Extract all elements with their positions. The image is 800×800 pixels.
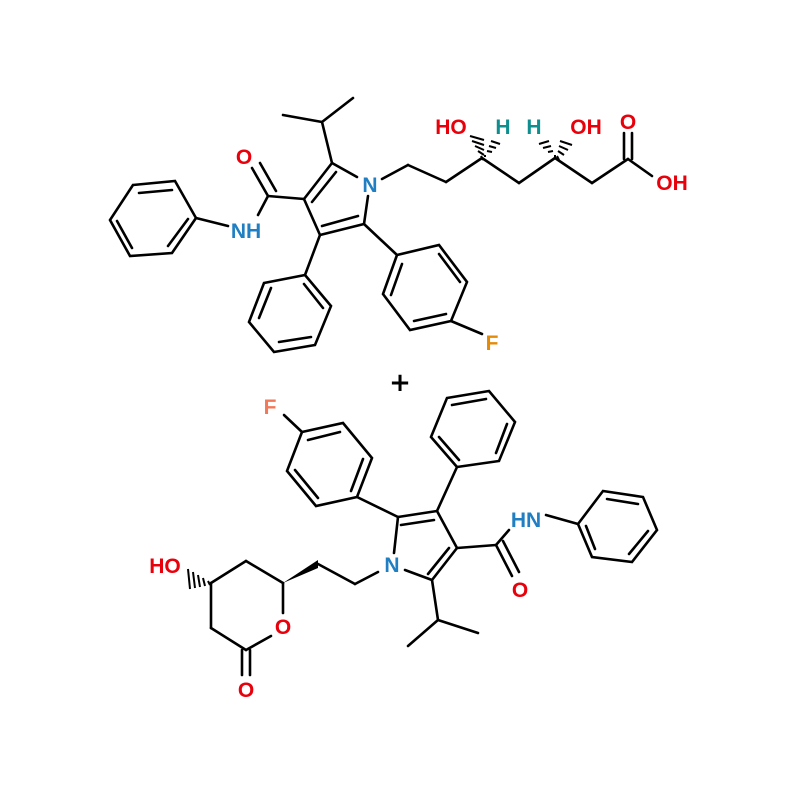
top-h-left-label: H [495,116,510,139]
top-ho-left-label: HO [435,116,467,139]
bond [355,495,400,519]
bond [256,194,270,217]
bond [626,157,654,178]
bond [455,543,498,550]
bottom-lactone-o-label: O [238,679,254,702]
bond [435,465,459,513]
bond [517,156,557,185]
bottom-fluorine-label: F [264,396,277,419]
top-phenyl-left-ring [108,179,198,258]
top-acid-oh-label: OH [656,172,688,195]
bond [282,413,304,434]
molecule-top: O NH N HO H H OH O OH F [108,96,688,355]
bottom-amide-nh-label: HN [511,509,541,532]
bond [353,570,380,586]
bond [406,163,448,184]
top-ring-n-label: N [362,174,377,197]
top-amide-nh-label: NH [231,220,261,243]
bond [449,319,484,336]
top-acid-o-label: O [620,111,636,134]
bond [590,157,630,185]
bond [406,618,440,648]
bond [258,161,278,193]
bottom-ring-o-label: O [275,616,291,639]
bond [444,156,484,184]
bond [553,156,594,185]
bond [281,113,324,124]
bond [316,562,357,586]
bond [380,163,410,181]
bond [544,513,580,526]
bottom-phenyl-upper-ring [429,389,517,469]
bond [436,618,480,635]
bottom-pyrrole-ring [392,509,459,582]
bond [266,194,306,201]
bottom-phenyl-right-ring [576,489,659,564]
top-pyrrole-ring [302,161,370,237]
bottom-lactone-ring [209,559,285,652]
bottom-wedge-bond [283,560,318,583]
bond [430,578,440,622]
top-fluorine-label: F [486,332,499,355]
top-oh-right-label: OH [570,116,602,139]
top-hash-wedges [469,135,573,161]
bond [320,120,334,165]
bond [320,96,355,124]
top-phenyl-lower-ring [247,273,333,354]
bond [494,528,511,547]
bottom-fluorophenyl-ring [285,421,374,508]
bond [362,222,399,257]
bond [194,216,230,228]
plus-separator: + [389,368,411,398]
bottom-ho-label: HO [149,555,181,578]
top-carbonyl-o-label: O [236,146,252,169]
bond [303,233,322,277]
top-h-right-label: H [526,116,541,139]
molecule-bottom: F HN N O HO O O [149,389,659,702]
bottom-hash-wedge [187,568,211,590]
top-fluorophenyl-ring [381,243,469,332]
bond [250,166,270,198]
bond [480,156,521,185]
bond [501,539,521,574]
bond [494,543,514,578]
bottom-ring-n-label: N [384,554,399,577]
bottom-carbonyl-o-label: O [512,579,528,602]
